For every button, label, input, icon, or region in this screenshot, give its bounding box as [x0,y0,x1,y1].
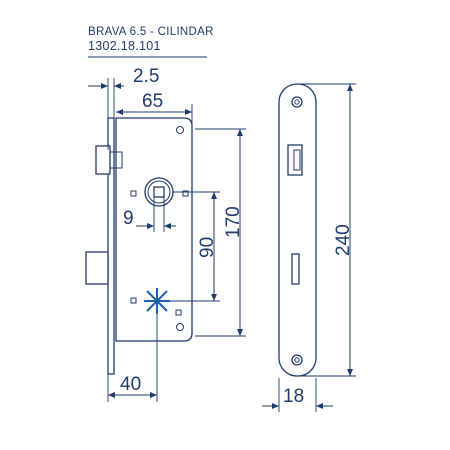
deadbolt-opening [291,253,300,285]
faceplate-screw-bottom [291,354,303,366]
latch-opening [287,144,303,176]
dim-label-240: 240 [333,224,354,256]
dim-label-18: 18 [283,386,304,407]
dim-label-90: 90 [197,237,218,258]
dim-case-width: 65 [116,91,193,124]
dim-label-170: 170 [223,206,244,238]
dim-follower-square: 9 [123,197,176,232]
screw-hole-left-lower [130,297,137,304]
latch-bolt-inner [110,151,123,169]
dim-backset-offset: 2.5 [88,66,159,150]
dim-label-2-5: 2.5 [133,66,159,87]
front-plate-strip [107,117,115,375]
faceplate [278,83,317,377]
latch-opening-inner [293,149,301,171]
dead-bolt [85,251,109,285]
corner-hole-bottom [176,323,184,331]
dim-label-9: 9 [123,208,134,229]
faceplate-screw-top-inner [294,99,300,105]
product-name: BRAVA 6.5 - CILINDAR [88,26,214,38]
follower-square [153,186,165,198]
latch-bolt [95,145,111,175]
dim-cylinder-offset: 40 [107,314,158,402]
dim-case-height: 170 [195,128,246,337]
corner-hole-top [176,126,184,134]
faceplate-outline [278,83,317,377]
lock-case [85,117,193,375]
faceplate-screw-bottom-inner [294,357,300,363]
dim-label-65: 65 [142,91,163,112]
dim-label-40: 40 [120,374,141,395]
faceplate-screw-top [291,96,303,108]
follower-hub-inner [147,180,171,204]
dim-center-distance: 90 [170,191,220,302]
screw-hole-right-upper [182,190,189,197]
dim-faceplate-width: 18 [262,378,333,412]
screw-hole-left-upper [130,190,137,197]
cylinder-center-cross [144,288,170,314]
dim-faceplate-height: 240 [300,83,356,377]
screw-hole-right-lower [175,309,182,316]
product-code: 1302.18.101 [88,39,161,53]
